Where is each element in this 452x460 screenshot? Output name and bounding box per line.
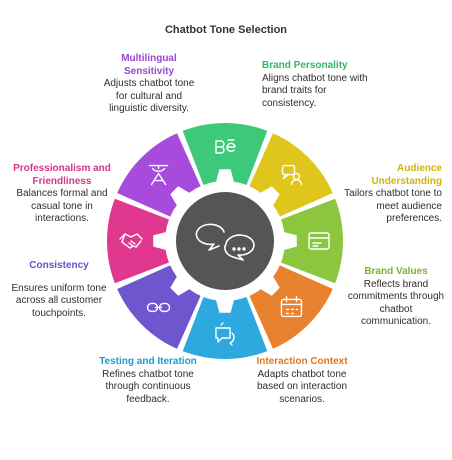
audience-chat-icon — [281, 164, 303, 186]
link-icon — [146, 302, 171, 313]
label-title: Interaction Context — [256, 356, 348, 367]
label-audience-understanding: Audience Understanding Tailors chatbot t… — [340, 163, 442, 226]
label-interaction-context: Interaction Context Adapts chatbot tone … — [252, 356, 352, 406]
brand-logo-icon — [215, 139, 236, 154]
label-multilingual-sensitivity: Multilingual Sensitivity Adjusts chatbot… — [98, 53, 200, 116]
browser-window-icon — [308, 232, 330, 250]
label-professionalism-and-friendliness: Professionalism and Friendliness Balance… — [4, 163, 120, 226]
segment-icons — [119, 139, 330, 346]
label-title: Audience Understanding — [371, 163, 442, 187]
chat-bubbles-icon — [195, 223, 255, 261]
center-hub — [176, 192, 274, 290]
label-brand-personality: Brand Personality Aligns chatbot tone wi… — [262, 60, 372, 110]
label-title: Consistency — [29, 260, 89, 271]
label-description: Aligns chatbot tone with brand traits fo… — [262, 72, 368, 109]
label-testing-and-iteration: Testing and Iteration Refines chatbot to… — [98, 356, 198, 406]
translate-icon — [148, 164, 169, 186]
label-description: Refines chatbot tone through continuous … — [102, 368, 194, 405]
label-description: Adjusts chatbot tone for cultural and li… — [103, 78, 195, 114]
label-title: Multilingual Sensitivity — [121, 53, 177, 77]
diagram-title: Chatbot Tone Selection — [164, 24, 288, 36]
label-description: Reflects brand commitments through chatb… — [347, 278, 445, 328]
label-description: Tailors chatbot tone to meet audience pr… — [344, 188, 442, 224]
label-title: Professionalism and Friendliness — [13, 163, 111, 187]
wheel-segments — [107, 122, 343, 359]
label-description: Adapts chatbot tone based on interaction… — [256, 368, 348, 405]
calendar-icon — [280, 295, 303, 318]
label-title: Brand Personality — [262, 60, 348, 71]
label-description: Balances formal and casual tone in inter… — [16, 188, 108, 224]
label-consistency: Consistency Ensures uniform tone across … — [8, 260, 110, 320]
label-title: Brand Values — [364, 266, 428, 277]
label-title: Testing and Iteration — [99, 356, 197, 367]
refresh-chat-icon — [215, 322, 235, 346]
label-description: Ensures uniform tone across all customer… — [11, 282, 107, 319]
segment-brand-personality — [182, 122, 268, 185]
segment-professionalism-and-friendliness — [107, 198, 169, 284]
handshake-icon — [119, 233, 143, 249]
label-brand-values: Brand Values Reflects brand commitments … — [346, 266, 446, 329]
segment-brand-values — [281, 198, 343, 284]
segment-interaction-context — [249, 265, 333, 349]
